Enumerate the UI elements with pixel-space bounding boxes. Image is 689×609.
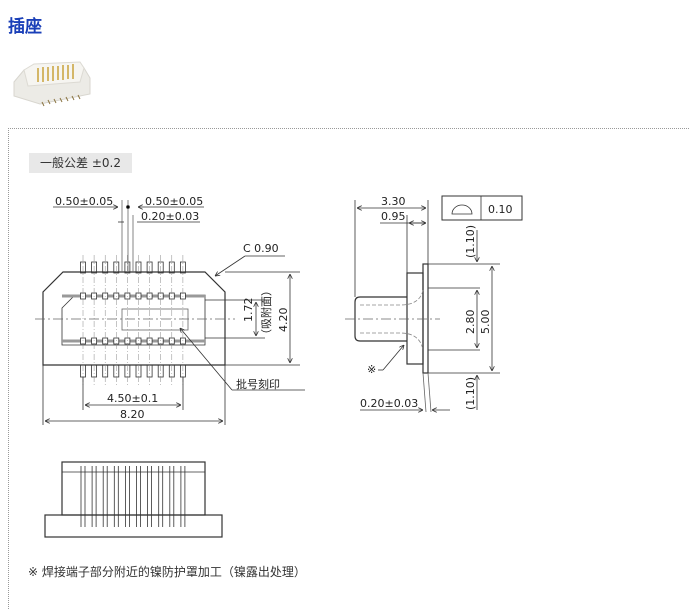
- pitch-left-label: 0.50±0.05: [55, 195, 113, 208]
- terminal-pin: [168, 261, 175, 274]
- depth-label: 3.30: [381, 195, 406, 208]
- flange-label: 0.95: [381, 210, 406, 223]
- terminal-pin: [135, 261, 142, 274]
- terminal-pin: [80, 261, 86, 274]
- suction-face-label: （吸附面）: [259, 285, 273, 340]
- terminal-pin: [102, 261, 109, 274]
- height-label: 4.20: [277, 308, 290, 333]
- terminal-pin: [157, 261, 164, 274]
- side-view: [345, 195, 523, 412]
- connector-photo: [13, 61, 91, 107]
- terminal-pin: [179, 261, 186, 274]
- bottom-offset-label: (1.10): [464, 377, 477, 410]
- terminal-pin: [91, 261, 97, 274]
- lot-marking-label: 批号刻印: [236, 377, 280, 391]
- terminal-pin: [113, 261, 120, 274]
- lead-thickness-label: 0.20±0.03: [360, 397, 418, 410]
- length-label: 5.00: [479, 310, 492, 335]
- chamfer-label: C 0.90: [243, 242, 279, 255]
- suction-height-label: 1.72: [242, 298, 255, 323]
- nickel-mark: ※: [367, 363, 376, 376]
- top-offset-label: (1.10): [464, 225, 477, 258]
- pitch-right-label: 0.50±0.05: [145, 195, 203, 208]
- drawing-frame: [8, 128, 689, 609]
- general-tolerance: 一般公差 ±0.2: [29, 153, 132, 173]
- flatness-value: 0.10: [488, 203, 513, 216]
- inner-label: 2.80: [464, 310, 477, 335]
- pin-span-label: 4.50±0.1: [107, 392, 158, 405]
- page-title: 插座: [8, 17, 42, 37]
- pin-width-label: 0.20±0.03: [141, 210, 199, 223]
- terminal-pin: [146, 261, 153, 274]
- footnote: ※ 焊接端子部分附近的镍防护罩加工（镍露出处理）: [28, 565, 306, 579]
- width-label: 8.20: [120, 408, 145, 421]
- front-view: [35, 200, 305, 425]
- terminal-pin: [124, 261, 131, 274]
- bottom-view: [44, 461, 223, 538]
